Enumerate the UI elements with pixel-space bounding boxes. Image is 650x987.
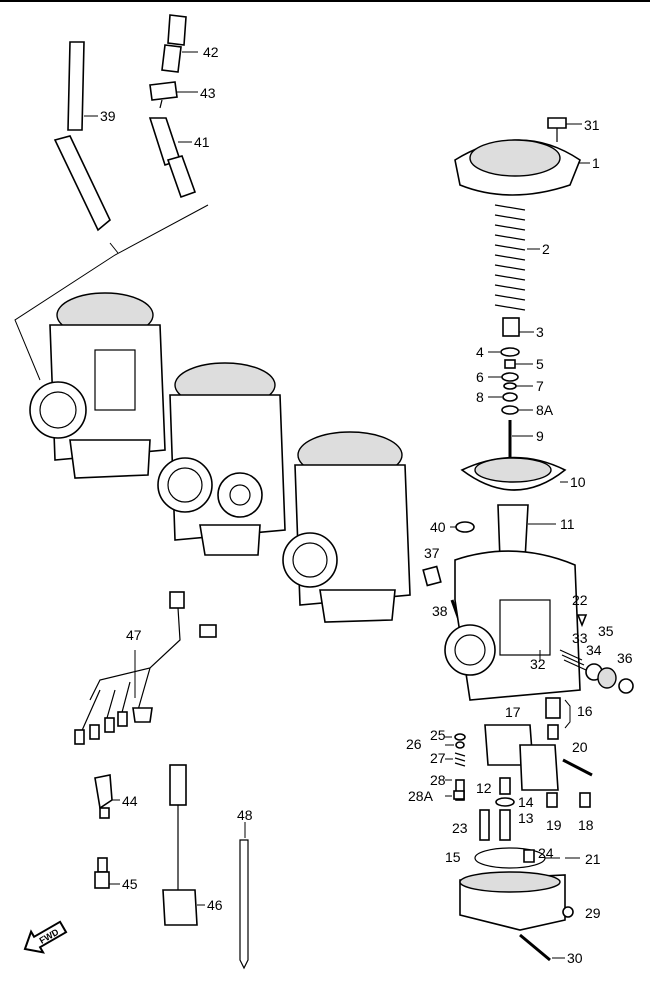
label-24: 24 [538, 845, 554, 861]
label-1: 1 [592, 155, 600, 171]
small-parts-25-28A [445, 733, 466, 801]
label-35: 35 [598, 623, 614, 639]
fwd-arrow-icon: FWD [23, 920, 68, 954]
label-25: 25 [430, 727, 446, 743]
label-28: 28 [430, 772, 446, 788]
label-39: 39 [100, 108, 116, 124]
label-12: 12 [476, 780, 492, 796]
label-2: 2 [542, 241, 550, 257]
carburetor-assembly-2 [157, 362, 286, 556]
label-3: 3 [536, 324, 544, 340]
joint-43 [149, 81, 198, 109]
label-38: 38 [432, 603, 448, 619]
hose-42 [161, 14, 198, 73]
label-8: 8 [476, 389, 484, 405]
label-47: 47 [126, 627, 142, 643]
wiring-harness-47 [74, 591, 217, 745]
label-11: 11 [560, 516, 575, 532]
label-44: 44 [122, 793, 138, 809]
carburetor-assembly-3 [282, 431, 411, 623]
clamp-48 [239, 822, 249, 970]
spring-2 [494, 204, 540, 311]
fitting-16 [545, 697, 571, 740]
float-17 [484, 724, 559, 791]
label-42: 42 [203, 44, 219, 60]
label-28A: 28A [408, 788, 434, 804]
label-8A: 8A [536, 402, 554, 418]
label-20: 20 [572, 739, 588, 755]
label-31: 31 [584, 117, 600, 133]
label-48: 48 [237, 807, 253, 823]
label-18: 18 [578, 817, 594, 833]
label-15: 15 [445, 849, 461, 865]
label-5: 5 [536, 356, 544, 372]
vent-hose-39 [53, 41, 111, 232]
label-36: 36 [617, 650, 633, 666]
label-13: 13 [518, 810, 534, 826]
label-27: 27 [430, 750, 446, 766]
carburetor-body [444, 550, 581, 701]
plug-37 [422, 565, 442, 587]
label-6: 6 [476, 369, 484, 385]
hose-41 [148, 117, 197, 199]
washer-14 [495, 797, 515, 807]
spring-seat-3 [502, 317, 534, 337]
top-cap-1 [454, 139, 590, 196]
label-30: 30 [567, 950, 583, 966]
label-29: 29 [585, 905, 601, 921]
label-17: 17 [505, 704, 521, 720]
part-labels: 31 1 2 3 4 5 6 7 8 8A 9 10 11 40 37 38 2… [100, 44, 633, 966]
label-45: 45 [122, 876, 138, 892]
label-16: 16 [577, 703, 593, 719]
label-22: 22 [572, 592, 588, 608]
hose-routing-line [14, 204, 209, 381]
o-ring-40 [450, 521, 475, 533]
label-40: 40 [430, 519, 446, 535]
screws-18-19 [546, 792, 591, 808]
thermostat-46 [162, 764, 205, 926]
sensor-45 [94, 857, 120, 889]
main-jet-23 [479, 809, 490, 841]
label-19: 19 [546, 817, 562, 833]
label-10: 10 [570, 474, 586, 490]
needle-parts-4-to-8A [488, 347, 533, 415]
screw-22 [576, 614, 588, 628]
label-41: 41 [194, 134, 210, 150]
sensor-44 [94, 774, 120, 819]
label-23: 23 [452, 820, 468, 836]
label-7: 7 [536, 378, 544, 394]
needle-valve-12 [499, 777, 511, 795]
label-33: 33 [572, 630, 588, 646]
drain-screw-30 [519, 933, 565, 962]
label-34: 34 [586, 642, 602, 658]
carburetor-assembly-1 [29, 292, 166, 479]
pilot-screw-set-33-36 [559, 649, 634, 694]
float-pin-20 [562, 758, 593, 777]
gasket-15-24 [474, 847, 560, 869]
label-4: 4 [476, 344, 484, 360]
label-32: 32 [530, 656, 546, 672]
label-43: 43 [200, 85, 216, 101]
float-chamber-21 [459, 857, 580, 931]
label-9: 9 [536, 428, 544, 444]
label-37: 37 [424, 545, 440, 561]
diaphragm-10 [460, 456, 568, 491]
label-26: 26 [406, 736, 422, 752]
jet-13 [499, 809, 511, 841]
label-21: 21 [585, 851, 601, 867]
cover-screw-31 [547, 117, 582, 142]
label-46: 46 [207, 897, 223, 913]
screw-29 [562, 906, 574, 918]
label-14: 14 [518, 794, 534, 810]
